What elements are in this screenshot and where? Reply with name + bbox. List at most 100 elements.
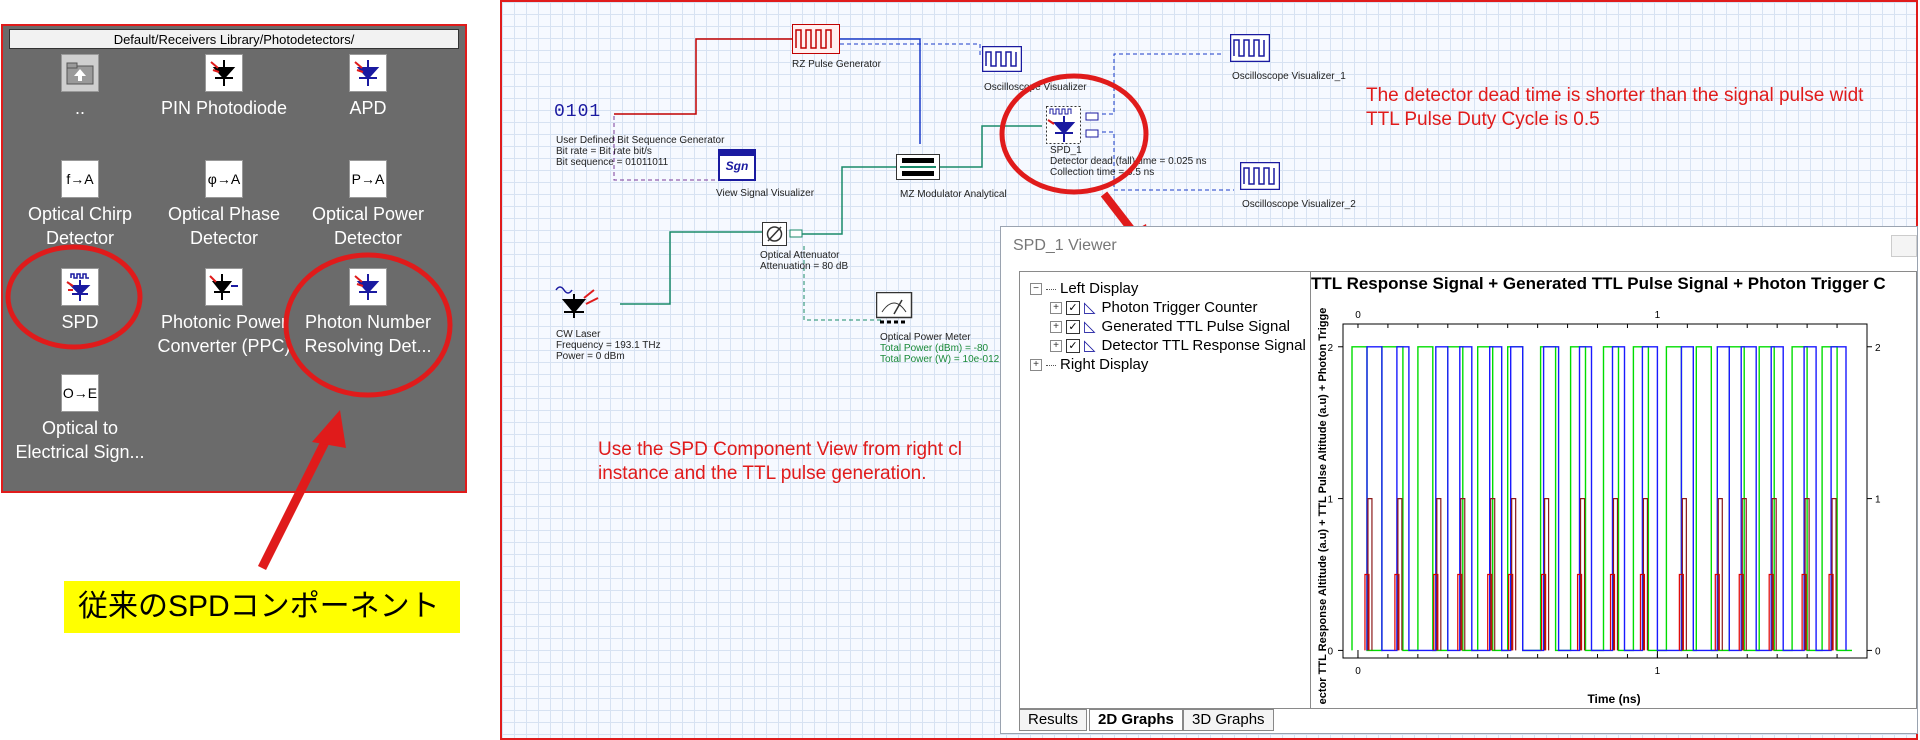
power-meter-dbm: Total Power (dBm) = -80 <box>880 343 989 354</box>
viewer-titlebar[interactable]: SPD_1 Viewer <box>1001 227 1917 263</box>
series-spike-red <box>1457 573 1463 651</box>
library-item-apd[interactable]: APD <box>295 54 441 120</box>
x-tick-label: 0 <box>1355 666 1361 677</box>
folder-up-icon <box>61 54 99 92</box>
collapse-icon[interactable]: − <box>1030 283 1042 296</box>
library-item-pin-photodiode[interactable]: PIN Photodiode <box>151 54 297 120</box>
expand-icon[interactable]: + <box>1050 321 1062 334</box>
rz-pulse-generator-icon[interactable] <box>792 24 840 54</box>
series-spike-red <box>1433 573 1439 651</box>
expand-icon[interactable]: + <box>1050 302 1062 315</box>
expand-icon[interactable]: + <box>1050 340 1062 353</box>
library-item-label: APD <box>349 98 387 118</box>
checkbox-checked-icon[interactable]: ✓ <box>1066 320 1080 335</box>
oscilloscope-icon[interactable] <box>982 46 1022 72</box>
component-view-note-line1: Use the SPD Component View from right cl <box>598 439 962 460</box>
cw-laser-name: CW Laser <box>556 329 601 340</box>
series-spike-red <box>1639 573 1646 651</box>
bit-sequence-generator-icon[interactable]: 0101 <box>554 102 610 124</box>
library-item-label: Optical Chirp Detector <box>27 204 133 248</box>
spd-viewer-window[interactable]: SPD_1 Viewer −Left Display + ✓ ◺ Photon Tri… <box>1000 226 1918 734</box>
tree-node-right-display[interactable]: + Right Display <box>1030 356 1148 374</box>
spd-highlight-circle <box>5 244 143 350</box>
library-item-label: Photonic Power Converter (PPC) <box>157 312 291 356</box>
pnr-highlight-circle <box>283 252 453 398</box>
series-spike-darkred <box>1612 497 1619 651</box>
attenuator-value: Attenuation = 80 dB <box>760 261 849 272</box>
tree-node-photon-trigger-counter[interactable]: + ✓ ◺ Photon Trigger Counter <box>1050 299 1257 317</box>
checkbox-checked-icon[interactable]: ✓ <box>1066 301 1080 316</box>
oscilloscope-2-icon[interactable] <box>1240 162 1280 190</box>
tab-results[interactable]: Results <box>1019 709 1088 731</box>
mz-modulator-icon[interactable] <box>896 154 940 180</box>
checkbox-checked-icon[interactable]: ✓ <box>1066 339 1080 354</box>
o-to-e-icon: O→E <box>61 374 99 412</box>
series-spike-darkred <box>1741 497 1747 651</box>
series-spike-darkred <box>1642 497 1649 651</box>
library-item-label: .. <box>74 98 85 118</box>
oscilloscope-2-label: Oscilloscope Visualizer_2 <box>1242 199 1356 210</box>
bit-seq-gen-name: User Defined Bit Sequence Generator <box>556 135 725 146</box>
library-item-ppc[interactable]: Photonic Power Converter (PPC) <box>151 268 297 358</box>
library-item-label: Photon Number Resolving Det... <box>304 312 432 356</box>
y-tick-label-right: 2 <box>1875 343 1881 354</box>
expand-icon[interactable]: + <box>1030 359 1042 372</box>
optical-attenuator-icon[interactable] <box>762 222 806 246</box>
library-item-spd[interactable]: SPD <box>7 268 153 334</box>
graph-title: TTL Response Signal + Generated TTL Puls… <box>1311 274 1886 293</box>
tree-node-detector-ttl-response[interactable]: + ✓ ◺ Detector TTL Response Signal <box>1050 337 1306 355</box>
series-spike-darkred <box>1367 497 1373 651</box>
series-spike-darkred <box>1804 497 1810 651</box>
tree-label: Photon Trigger Counter <box>1101 299 1258 316</box>
series-spike-red <box>1508 573 1514 651</box>
cw-laser-icon[interactable] <box>554 284 602 324</box>
library-item-optical-power-detector[interactable]: P→A Optical Power Detector <box>295 160 441 250</box>
plot-frame <box>1342 323 1868 659</box>
signal-visualizer-icon[interactable]: Sgn <box>718 149 756 181</box>
series-spike-darkred <box>1544 497 1550 651</box>
rz-pulse-generator-label: RZ Pulse Generator <box>792 59 881 70</box>
spd-component-icon[interactable] <box>1046 106 1104 144</box>
attenuator-name: Optical Attenuator <box>760 250 840 261</box>
spd-collection-time: Collection time = 0.5 ns <box>1050 167 1155 178</box>
series-spike-red <box>1801 573 1807 651</box>
tree-node-left-display[interactable]: −Left Display <box>1030 280 1138 298</box>
library-item-photon-number-resolving-detector[interactable]: Photon Number Resolving Det... <box>295 268 441 358</box>
cw-laser-power: Power = 0 dBm <box>556 351 625 362</box>
graph-panel[interactable]: TTL Response Signal + Generated TTL Puls… <box>1311 271 1917 709</box>
series-spike-darkred <box>1490 497 1496 651</box>
series-spike-red <box>1394 573 1400 651</box>
graph-icon: ◺ <box>1084 299 1096 316</box>
photodiode-icon <box>205 54 243 92</box>
tab-2d-graphs[interactable]: 2D Graphs <box>1089 709 1183 731</box>
x-tick-label-top: 1 <box>1655 310 1661 321</box>
graph-icon: ◺ <box>1084 337 1096 354</box>
series-spike-red <box>1576 573 1583 651</box>
y-tick-label: 0 <box>1327 646 1333 657</box>
display-tree[interactable]: −Left Display +✓◺Photon Trigger Counter … <box>1019 271 1311 709</box>
series-spike-darkred <box>1681 497 1687 651</box>
tab-3d-graphs[interactable]: 3D Graphs <box>1183 709 1274 731</box>
library-item-optical-phase-detector[interactable]: φ→A Optical Phase Detector <box>151 160 297 250</box>
tree-label: Detector TTL Response Signal <box>1101 337 1306 354</box>
library-item-parent-folder[interactable]: .. <box>7 54 153 120</box>
bit-seq-gen-sequence: Bit sequence = 01011011 <box>556 157 669 168</box>
series-spike-red <box>1828 573 1834 651</box>
jp-note-label: 従来のSPDコンポーネント <box>64 581 460 633</box>
library-item-optical-to-electrical-signal[interactable]: O→E Optical to Electrical Sign... <box>7 374 153 464</box>
oscilloscope-1-icon[interactable] <box>1230 34 1270 62</box>
spd-dead-time: Detector dead (fall) time = 0.025 ns <box>1050 156 1207 167</box>
tree-label-right-display: Right Display <box>1060 356 1149 373</box>
dead-time-note-line1: The detector dead time is shorter than t… <box>1366 85 1864 106</box>
bit-sequence-glyph: 0101 <box>554 102 602 122</box>
optical-power-meter-icon[interactable] <box>876 292 916 326</box>
series-spike-red <box>1738 573 1744 651</box>
library-item-label: Optical Power Detector <box>311 204 425 248</box>
pnr-detector-icon <box>349 268 387 306</box>
series-spike-red <box>1714 573 1720 651</box>
series-spike-red <box>1487 573 1493 651</box>
library-item-optical-chirp-detector[interactable]: f→A Optical Chirp Detector <box>7 160 153 250</box>
viewer-close-button[interactable] <box>1891 235 1917 257</box>
tree-node-generated-ttl-pulse[interactable]: +✓◺Generated TTL Pulse Signal <box>1050 318 1290 336</box>
